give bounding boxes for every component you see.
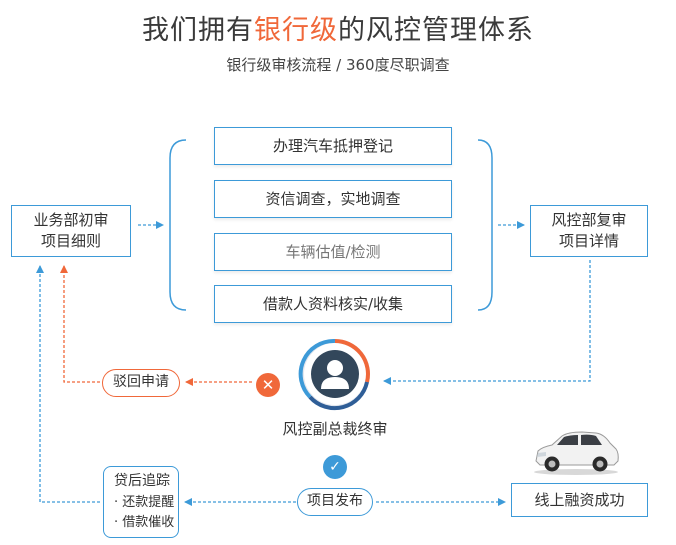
initial-review-line2: 项目细则 xyxy=(40,232,101,250)
final-review-caption: 风控副总裁终审 xyxy=(282,420,388,438)
initial-review-line1: 业务部初审 xyxy=(33,211,109,229)
initial-review-box: 业务部初审 项目细则 xyxy=(11,205,131,257)
reject-application-pill: 驳回申请 xyxy=(102,369,180,397)
page-title: 我们拥有银行级的风控管理体系 xyxy=(0,8,676,47)
left-bracket xyxy=(169,139,187,311)
post-loan-title: 贷后追踪 xyxy=(114,473,170,490)
title-highlight: 银行级 xyxy=(254,15,338,46)
step-mortgage-registration: 办理汽车抵押登记 xyxy=(214,127,452,165)
step-credit-investigation: 资信调查，实地调查 xyxy=(214,180,452,218)
project-publish-pill: 项目发布 xyxy=(297,488,373,516)
close-icon: ✕ xyxy=(256,373,280,397)
person-icon xyxy=(321,360,349,389)
title-prefix: 我们拥有 xyxy=(142,15,254,46)
risk-review-line2: 项目详情 xyxy=(558,232,619,250)
car-image xyxy=(534,431,619,475)
step-borrower-verification: 借款人资料核实/收集 xyxy=(214,285,452,323)
step-vehicle-valuation: 车辆估值/检测 xyxy=(214,233,452,271)
title-suffix: 的风控管理体系 xyxy=(338,15,534,46)
post-loan-tracking-box: 贷后追踪 · 还款提醒 · 借款催收 xyxy=(103,466,179,538)
arrow-reject-to-initial xyxy=(60,265,100,383)
page-subtitle: 银行级审核流程 / 360度尽职调查 xyxy=(226,56,450,74)
risk-review-line1: 风控部复审 xyxy=(551,211,627,229)
right-bracket xyxy=(477,139,493,311)
post-loan-item-reminder: · 还款提醒 xyxy=(114,494,175,510)
final-review-avatar xyxy=(298,338,370,411)
post-loan-item-collection: · 借款催收 xyxy=(114,514,175,530)
financing-success-box: 线上融资成功 xyxy=(511,483,648,517)
arrow-to-final-review xyxy=(383,260,591,385)
check-icon: ✓ xyxy=(323,455,347,479)
risk-review-box: 风控部复审 项目详情 xyxy=(530,205,648,257)
arrow-post-loan-to-initial xyxy=(36,265,100,503)
